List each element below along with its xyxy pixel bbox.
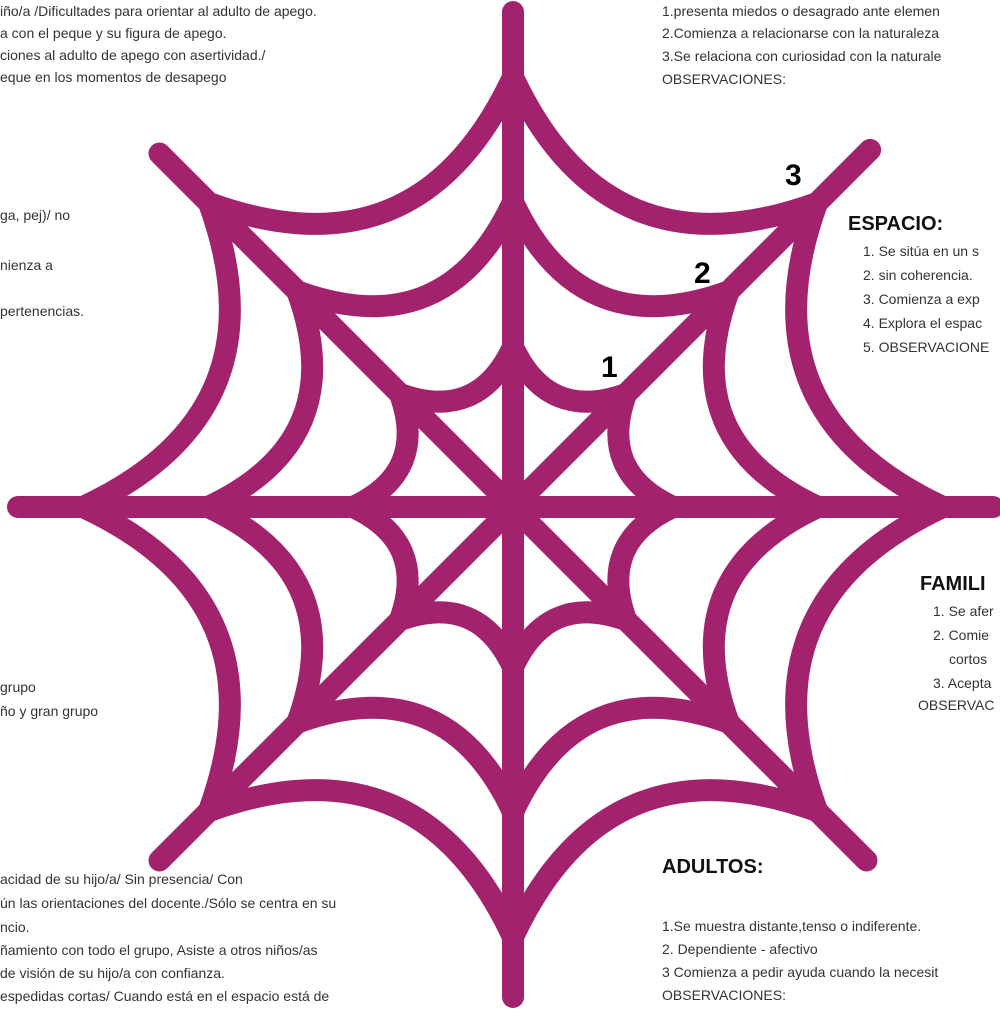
- bottom-left-line: ncio.: [0, 916, 30, 938]
- adultos-item: OBSERVACIONES:: [662, 984, 786, 1006]
- web-ring-1-segment: [618, 394, 673, 507]
- web-ring-3-segment: [83, 507, 230, 811]
- adultos-item: 3 Comienza a pedir ayuda cuando la neces…: [662, 961, 938, 983]
- top-right-line: 3.Se relaciona con curiosidad con la nat…: [662, 45, 941, 67]
- web-ring-3-segment: [209, 77, 513, 224]
- web-ring-3-segment: [209, 790, 513, 937]
- web-ring-3-segment: [796, 507, 943, 811]
- familia-item: cortos: [949, 648, 987, 670]
- scale-label-2: 2: [694, 257, 711, 291]
- web-ring-1-segment: [353, 507, 408, 620]
- espacio-item: 5. OBSERVACIONE: [863, 336, 989, 358]
- web-ring-1-segment: [400, 347, 513, 402]
- scale-label-1: 1: [601, 351, 618, 385]
- espacio-item: 2. sin coherencia.: [863, 264, 973, 286]
- espacio-title: ESPACIO:: [848, 213, 943, 236]
- web-ring-1-segment: [353, 394, 408, 507]
- left-lower-line: ño y gran grupo: [0, 700, 98, 722]
- adultos-item: 2. Dependiente - afectivo: [662, 938, 818, 960]
- web-ring-3-segment: [513, 77, 817, 224]
- top-right-line: 1.presenta miedos o desagrado ante eleme…: [662, 0, 940, 22]
- familia-title: FAMILI: [920, 573, 986, 596]
- scale-label-3: 3: [785, 159, 802, 193]
- bottom-left-line: de visión de su hijo/a con confianza.: [0, 962, 225, 984]
- left-mid-line: nienza a: [0, 254, 53, 276]
- espacio-item: 3. Comienza a exp: [863, 288, 980, 310]
- espacio-item: 1. Se sitúa en un s: [863, 240, 979, 262]
- bottom-left-line: ñamiento con todo el grupo, Asiste a otr…: [0, 939, 318, 961]
- web-ring-1-segment: [618, 507, 673, 620]
- top-left-line: ciones al adulto de apego con asertivida…: [0, 44, 265, 66]
- bottom-left-line: acidad de su hijo/a/ Sin presencia/ Con: [0, 868, 243, 890]
- bottom-left-line: espedidas cortas/ Cuando está en el espa…: [0, 985, 329, 1007]
- left-mid-line: pertenencias.: [0, 300, 84, 322]
- familia-item: OBSERVAC: [918, 694, 995, 716]
- adultos-item: 1.Se muestra distante,tenso o indiferent…: [662, 915, 921, 937]
- top-right-line: OBSERVACIONES:: [662, 68, 786, 90]
- web-ring-3-segment: [83, 203, 230, 507]
- familia-item: 3. Acepta: [933, 672, 991, 694]
- familia-item: 2. Comie: [933, 624, 989, 646]
- top-left-line: a con el peque y su figura de apego.: [0, 22, 227, 44]
- adultos-title: ADULTOS:: [662, 856, 763, 879]
- web-ring-1-segment: [400, 612, 513, 667]
- familia-item: 1. Se afer: [933, 600, 994, 622]
- bottom-left-line: ún las orientaciones del docente./Sólo s…: [0, 892, 336, 914]
- espacio-item: 4. Explora el espac: [863, 312, 982, 334]
- left-mid-line: ga, pej)/ no: [0, 204, 70, 226]
- left-lower-line: grupo: [0, 676, 36, 698]
- web-ring-1-segment: [513, 612, 626, 667]
- top-right-line: 2.Comienza a relacionarse con la natural…: [662, 22, 939, 44]
- top-left-line: eque en los momentos de desapego: [0, 66, 227, 88]
- top-left-line: iño/a /Dificultades para orientar al adu…: [0, 0, 317, 22]
